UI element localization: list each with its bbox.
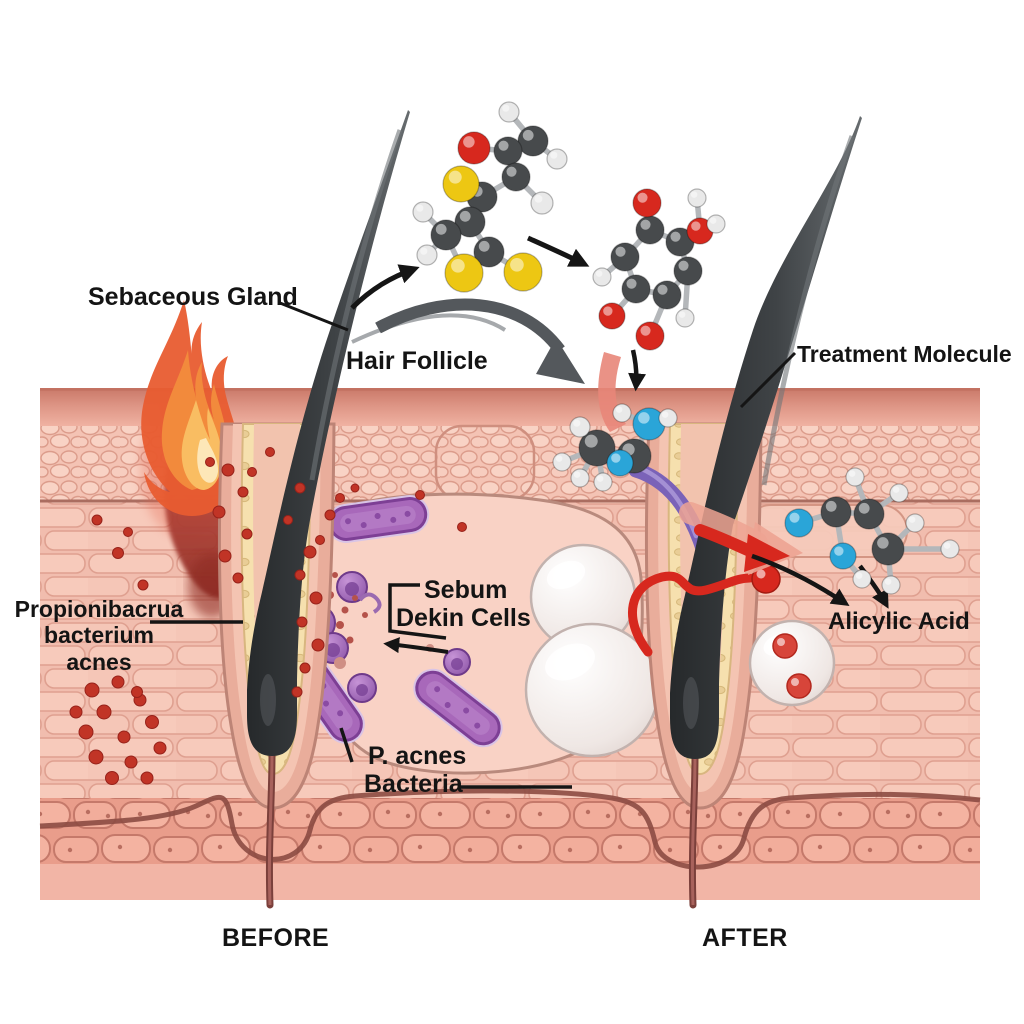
label-propionibacterium: Propionibacrua bacterium acnes <box>4 596 194 675</box>
atom-s <box>503 252 543 292</box>
label-dekin-cells: Dekin Cells <box>396 604 531 632</box>
before-hair-shaft <box>247 110 410 756</box>
atom-s <box>444 253 484 293</box>
molecule-after <box>784 467 960 595</box>
atom-h <box>546 148 568 170</box>
sebum-bracket <box>388 583 447 640</box>
sebum-bubble <box>524 622 660 758</box>
atom-h <box>881 575 901 595</box>
treatment-molecule-leader <box>739 351 797 409</box>
hair-bulb-highlight <box>260 674 276 726</box>
p-acnes-leader <box>339 727 354 763</box>
hair-bulb-highlight <box>683 677 699 729</box>
gray-arrow-thin <box>351 313 507 344</box>
atom-h <box>412 201 434 223</box>
arrow-down-into-skin <box>628 349 647 392</box>
atom-n <box>606 449 634 477</box>
atom-c <box>610 242 640 272</box>
atom-h <box>905 513 925 533</box>
label-after: AFTER <box>702 924 788 952</box>
atom-c <box>673 256 703 286</box>
atom-h <box>940 539 960 559</box>
atom-h <box>687 188 707 208</box>
hair-root-highlight <box>267 753 274 906</box>
atom-c <box>430 219 462 251</box>
gray-curved-arrow <box>375 298 565 354</box>
atom-h <box>592 267 612 287</box>
atom-o <box>457 131 491 165</box>
gray-arrow-head <box>536 338 585 384</box>
label-propioni-line3: acnes <box>66 648 132 675</box>
label-before: BEFORE <box>222 924 330 952</box>
label-propioni-line2: bacterium <box>44 622 154 649</box>
hair-highlight <box>761 135 855 486</box>
arrow-to-acid-2 <box>858 564 889 609</box>
arrow-to-acid-1 <box>751 553 850 606</box>
atom-n <box>829 542 857 570</box>
sebum-arrow <box>383 637 449 654</box>
atom-h <box>889 483 909 503</box>
arrow-precursor-to-oxidized <box>526 235 590 267</box>
label-treatment-molecule: Treatment Molecule <box>797 341 1012 367</box>
atom-c <box>493 136 523 166</box>
label-p-acnes: P. acnes <box>368 742 467 770</box>
atom-h <box>658 408 678 428</box>
molecule-precursor <box>412 101 568 293</box>
red-squiggle-arrow <box>628 571 755 657</box>
hair-root-highlight <box>690 756 697 906</box>
molecule-treatment <box>552 403 678 492</box>
atom-h <box>612 403 632 423</box>
label-sebum: Sebum <box>424 576 508 604</box>
atom-h <box>852 569 872 589</box>
after-hair <box>670 116 862 909</box>
atom-h <box>845 467 865 487</box>
atom-c <box>871 532 905 566</box>
atom-h <box>416 244 438 266</box>
atom-c <box>820 496 852 528</box>
before-follicle <box>217 110 410 909</box>
atom-h <box>498 101 520 123</box>
label-propioni-line1: Propionibacrua <box>14 596 184 622</box>
atom-o <box>632 188 662 218</box>
basement-membrane-line <box>39 788 981 870</box>
atom-h <box>706 214 726 234</box>
atom-c <box>621 274 651 304</box>
atom-c <box>853 498 885 530</box>
debris-squiggle <box>358 592 382 614</box>
red-ball-highlight <box>756 569 766 579</box>
arrow-to-precursor <box>350 264 420 310</box>
atom-s <box>442 165 480 203</box>
hair-highlight <box>309 129 403 481</box>
label-alicylic-acid: Alicylic Acid <box>828 608 970 635</box>
atom-h <box>569 416 591 438</box>
label-sebaceous-gland: Sebaceous Gland <box>88 283 298 311</box>
atom-h <box>593 472 613 492</box>
hypodermis-layer <box>40 798 980 868</box>
atom-c <box>635 215 665 245</box>
sebaceous-gland-leader <box>279 301 349 332</box>
label-bacteria: Bacteria <box>364 770 463 798</box>
atom-c <box>652 280 682 310</box>
atom-h <box>675 308 695 328</box>
treatment-bubble <box>748 619 836 707</box>
label-hair-follicle: Hair Follicle <box>346 347 488 375</box>
inflammation-dots <box>69 447 467 785</box>
bottom-layer <box>40 864 980 900</box>
atom-h <box>552 452 572 472</box>
p-acnes-bacterium <box>413 668 503 748</box>
p-acnes-bacterium <box>326 495 430 543</box>
atom-c <box>501 162 531 192</box>
after-hair-shaft <box>670 116 862 759</box>
atom-o <box>635 321 665 351</box>
atom-n <box>784 508 814 538</box>
atom-h <box>570 468 590 488</box>
epidermis-mound <box>434 424 536 502</box>
atom-h <box>530 191 554 215</box>
atom-o <box>598 302 626 330</box>
molecule-oxidized <box>592 188 726 351</box>
